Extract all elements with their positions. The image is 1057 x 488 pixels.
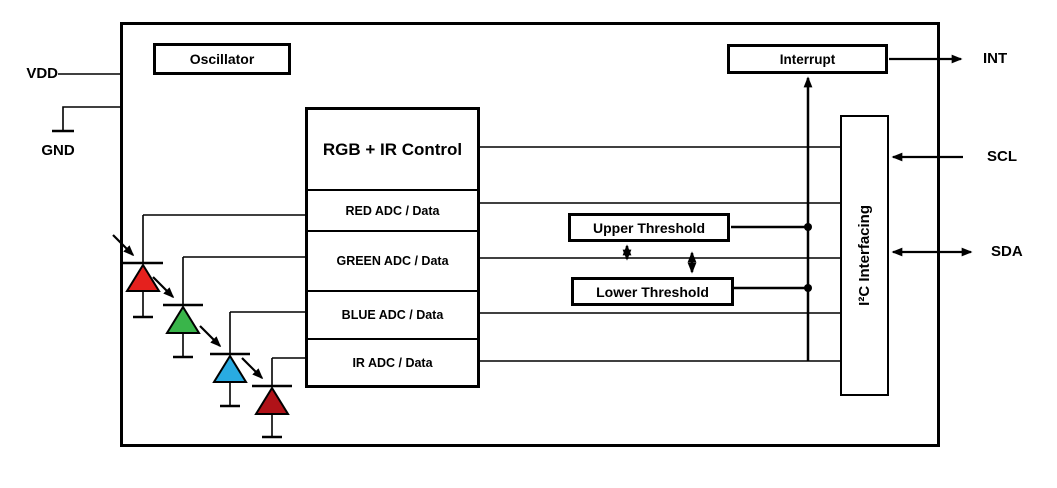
- incident-light-arrow: [199, 325, 222, 348]
- interrupt-label: Interrupt: [779, 51, 836, 67]
- lower-threshold-label: Lower Threshold: [596, 283, 709, 300]
- vdd-pin-label: VDD: [26, 65, 58, 82]
- upper-threshold-block: Upper Threshold: [568, 213, 730, 242]
- incident-light-arrow: [152, 276, 175, 299]
- incident-light-arrow: [112, 234, 135, 257]
- sda-pin-label: SDA: [991, 243, 1023, 260]
- i2c-interfacing-block: I²C Interfacing: [840, 115, 889, 396]
- stack-section-label: IR ADC / Data: [352, 355, 433, 370]
- stack-section-ir-adc: IR ADC / Data: [308, 338, 477, 385]
- chip-boundary: [120, 22, 940, 447]
- stack-section-label: GREEN ADC / Data: [336, 254, 449, 268]
- gnd-pin-label: GND: [41, 142, 75, 159]
- rgb-ir-stack: RGB + IR Control RED ADC / Data GREEN AD…: [305, 107, 480, 388]
- stack-section-red-adc: RED ADC / Data: [308, 189, 477, 230]
- i2c-interfacing-label: I²C Interfacing: [856, 205, 873, 306]
- stack-section-blue-adc: BLUE ADC / Data: [308, 290, 477, 338]
- threshold-output-wires: [731, 225, 808, 290]
- ir-photodiode: [241, 357, 292, 439]
- lower-threshold-block: Lower Threshold: [571, 277, 734, 306]
- photodiode-input-wires: [142, 214, 306, 385]
- interrupt-block: Interrupt: [727, 44, 888, 74]
- gnd-wire: [52, 106, 120, 133]
- incident-light-arrow: [241, 357, 264, 380]
- stack-section-label: BLUE ADC / Data: [341, 308, 444, 322]
- stack-section-control: RGB + IR Control: [308, 110, 477, 189]
- stack-section-label: RGB + IR Control: [322, 139, 463, 159]
- stack-section-label: RED ADC / Data: [345, 203, 440, 218]
- oscillator-label: Oscillator: [189, 51, 255, 67]
- oscillator-block: Oscillator: [153, 43, 291, 75]
- int-pin-label: INT: [983, 50, 1008, 67]
- scl-pin-label: SCL: [987, 148, 1017, 165]
- blue-photodiode: [199, 325, 250, 408]
- data-bus-lines: [479, 146, 841, 362]
- green-photodiode: [152, 276, 203, 359]
- upper-threshold-label: Upper Threshold: [592, 219, 705, 236]
- stack-section-green-adc: GREEN ADC / Data: [308, 230, 477, 290]
- red-photodiode: [112, 234, 163, 319]
